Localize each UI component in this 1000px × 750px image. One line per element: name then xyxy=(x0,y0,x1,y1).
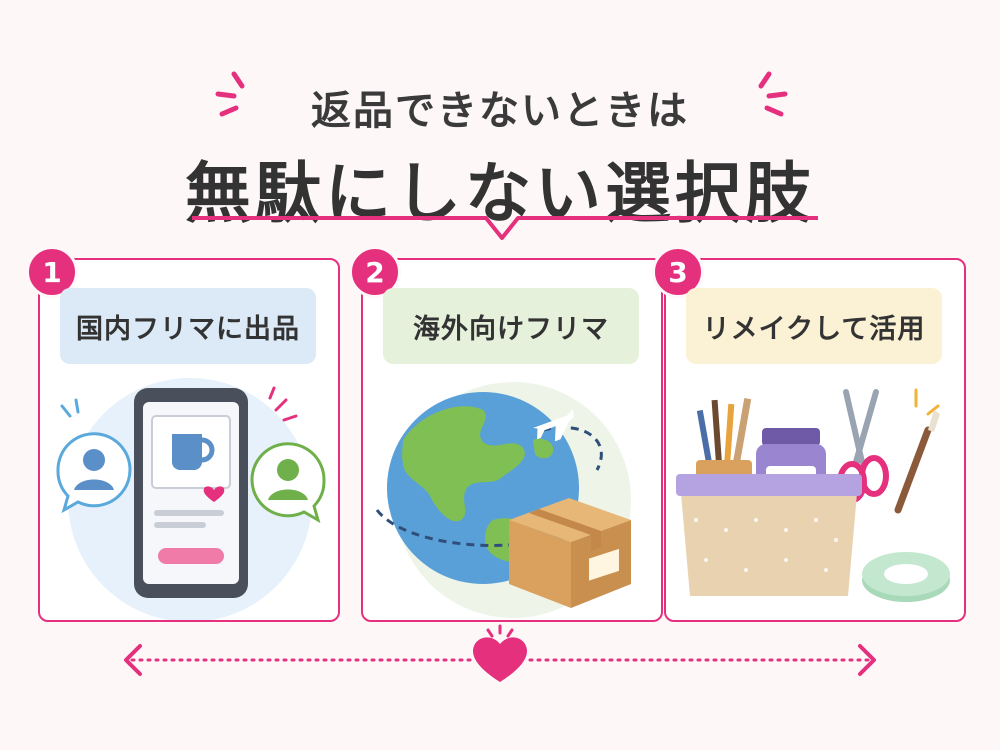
sparkle-icon xyxy=(268,386,298,422)
washi-tape-icon xyxy=(862,552,950,602)
arrow-right-icon xyxy=(858,644,876,676)
option-label: 海外向けフリマ xyxy=(383,288,639,364)
option-label: 国内フリマに出品 xyxy=(60,288,316,364)
airplane-icon xyxy=(533,409,574,442)
domestic-flea-market-illustration xyxy=(56,378,326,620)
title-underline xyxy=(192,216,818,240)
remake-illustration xyxy=(676,388,950,602)
option-card-2: 2 海外向けフリマ xyxy=(349,246,663,622)
overseas-flea-market-illustration xyxy=(375,382,631,618)
sparkle-right-icon xyxy=(758,71,788,117)
sparkle-icon xyxy=(914,388,940,416)
header-subtitle: 返品できないときは xyxy=(311,88,689,134)
user-avatar-icon xyxy=(56,432,132,514)
basket-icon xyxy=(676,474,862,596)
bottom-connector xyxy=(124,624,876,682)
smartphone-icon xyxy=(134,388,248,598)
user-avatar-icon xyxy=(250,442,326,524)
heart-icon xyxy=(473,637,527,682)
option-card-3: 3 リメイクして活用 xyxy=(652,246,966,622)
paintbrush-icon xyxy=(894,410,940,514)
arrow-left-icon xyxy=(124,644,142,676)
cardboard-box-icon xyxy=(509,498,631,608)
option-number-badge: 3 xyxy=(652,246,704,298)
option-card-1: 1 国内フリマに出品 xyxy=(26,246,340,622)
sparkle-icon xyxy=(60,398,80,418)
sparkle-left-icon xyxy=(215,71,245,117)
option-label: リメイクして活用 xyxy=(686,288,942,364)
